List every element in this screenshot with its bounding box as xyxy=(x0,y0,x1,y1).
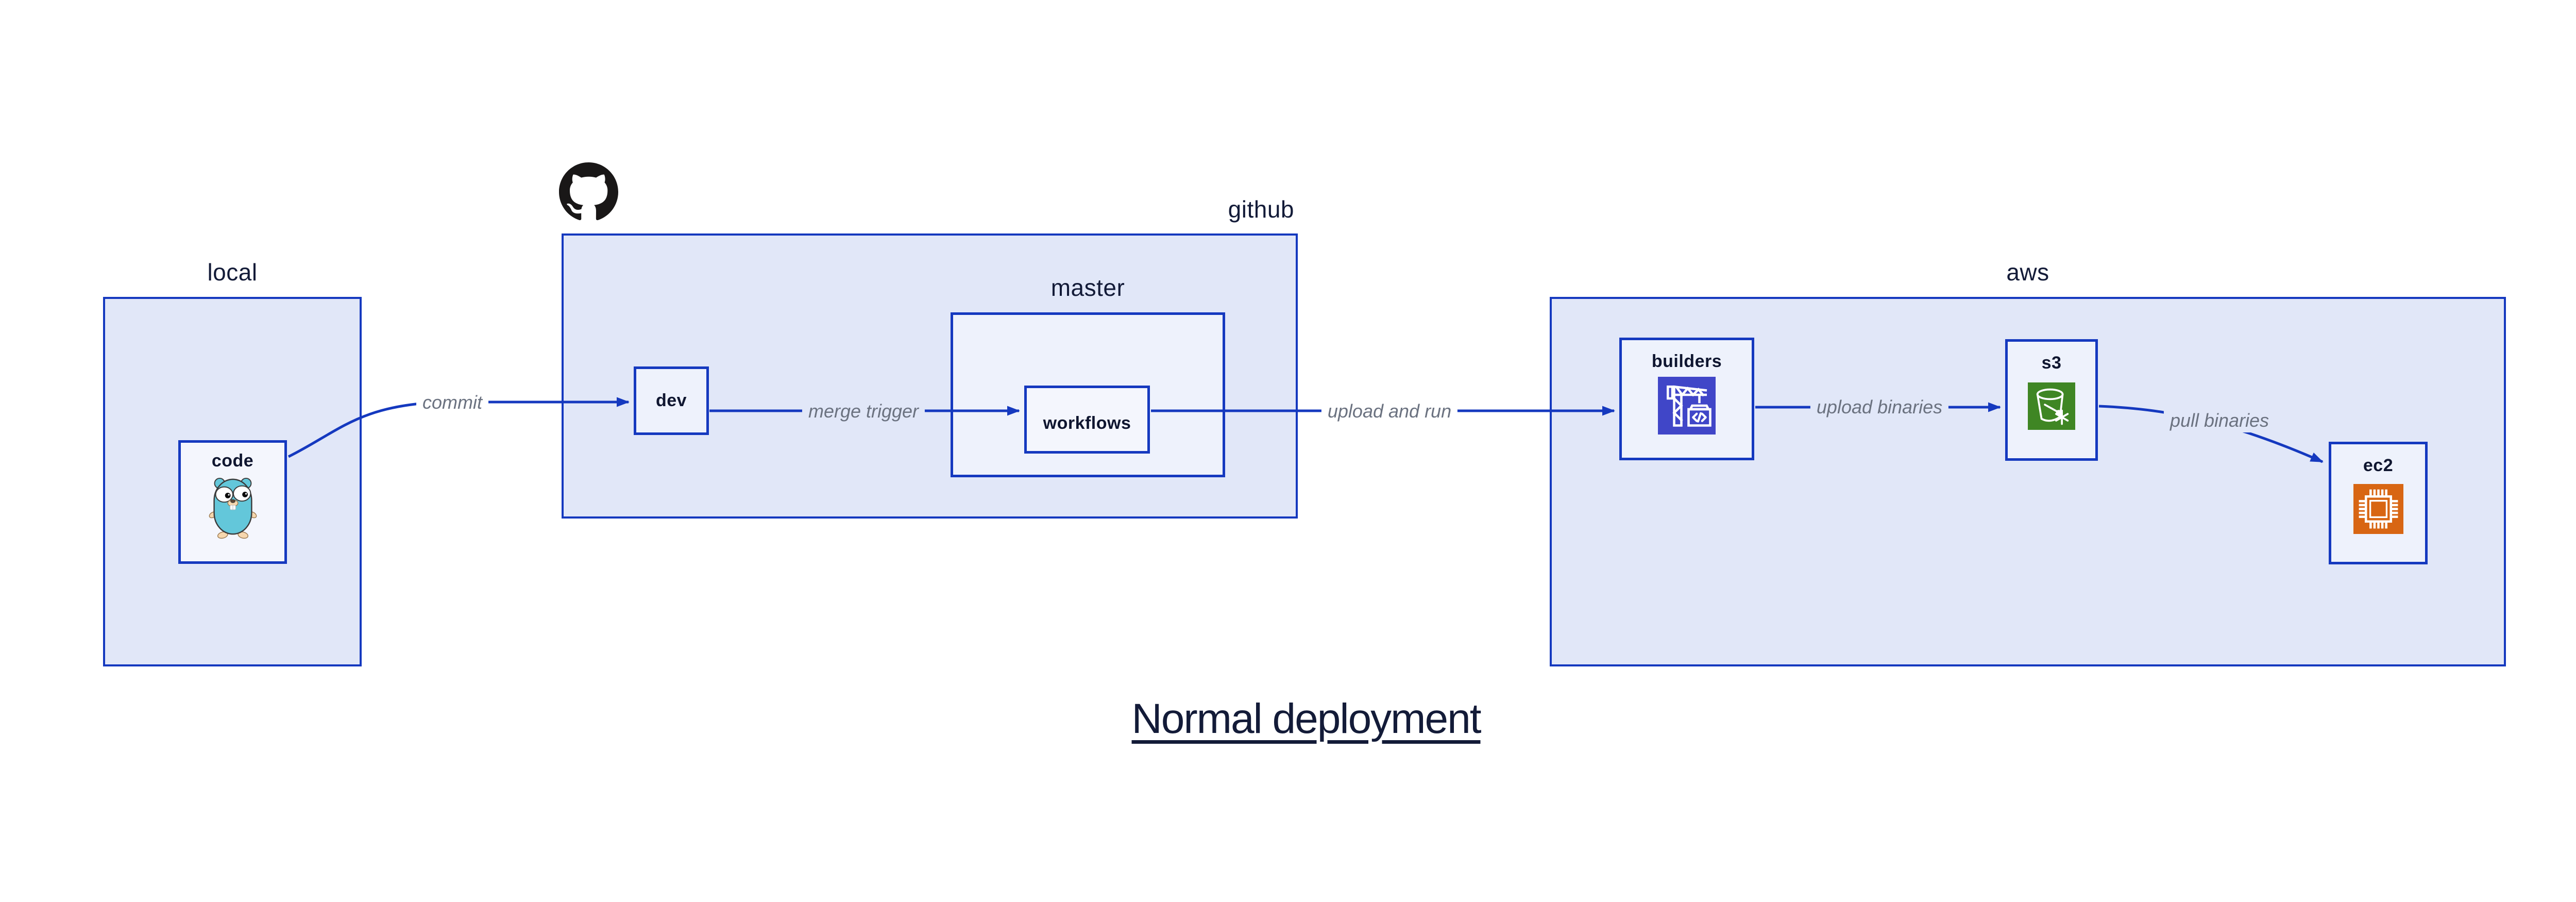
edge-upload-binaries-label: upload binaries xyxy=(1810,395,1949,419)
code-node-label: code xyxy=(211,451,254,471)
ec2-node: ec2 xyxy=(2329,442,2428,564)
workflows-node-label: workflows xyxy=(1043,413,1131,433)
aws-codebuild-crane-icon xyxy=(1658,377,1716,435)
dev-node-label: dev xyxy=(655,391,687,410)
dev-node: dev xyxy=(634,366,709,435)
builders-node-label: builders xyxy=(1651,352,1722,371)
edge-pull-binaries-label: pull binaries xyxy=(2163,409,2276,432)
go-gopher-icon xyxy=(207,476,259,539)
github-logo-icon xyxy=(559,162,618,221)
aws-ec2-chip-icon xyxy=(2353,484,2403,534)
diagram-title: Normal deployment xyxy=(1131,695,1482,742)
s3-node: s3 xyxy=(2005,339,2098,461)
edge-upload-and-run-label: upload and run xyxy=(1321,399,1458,423)
aws-container-label: aws xyxy=(2006,259,2049,286)
builders-node: builders xyxy=(1619,338,1754,460)
s3-node-label: s3 xyxy=(2041,353,2062,373)
aws-s3-glacier-bucket-icon xyxy=(2028,382,2075,430)
ec2-node-label: ec2 xyxy=(2363,456,2394,475)
local-container-label: local xyxy=(207,259,258,286)
master-container-label: master xyxy=(1050,274,1125,301)
workflows-node: workflows xyxy=(1024,386,1150,454)
edge-commit-label: commit xyxy=(416,391,488,414)
github-container-label: github xyxy=(1228,196,1294,223)
code-node: code xyxy=(178,440,287,564)
edge-merge-trigger-label: merge trigger xyxy=(802,399,925,423)
